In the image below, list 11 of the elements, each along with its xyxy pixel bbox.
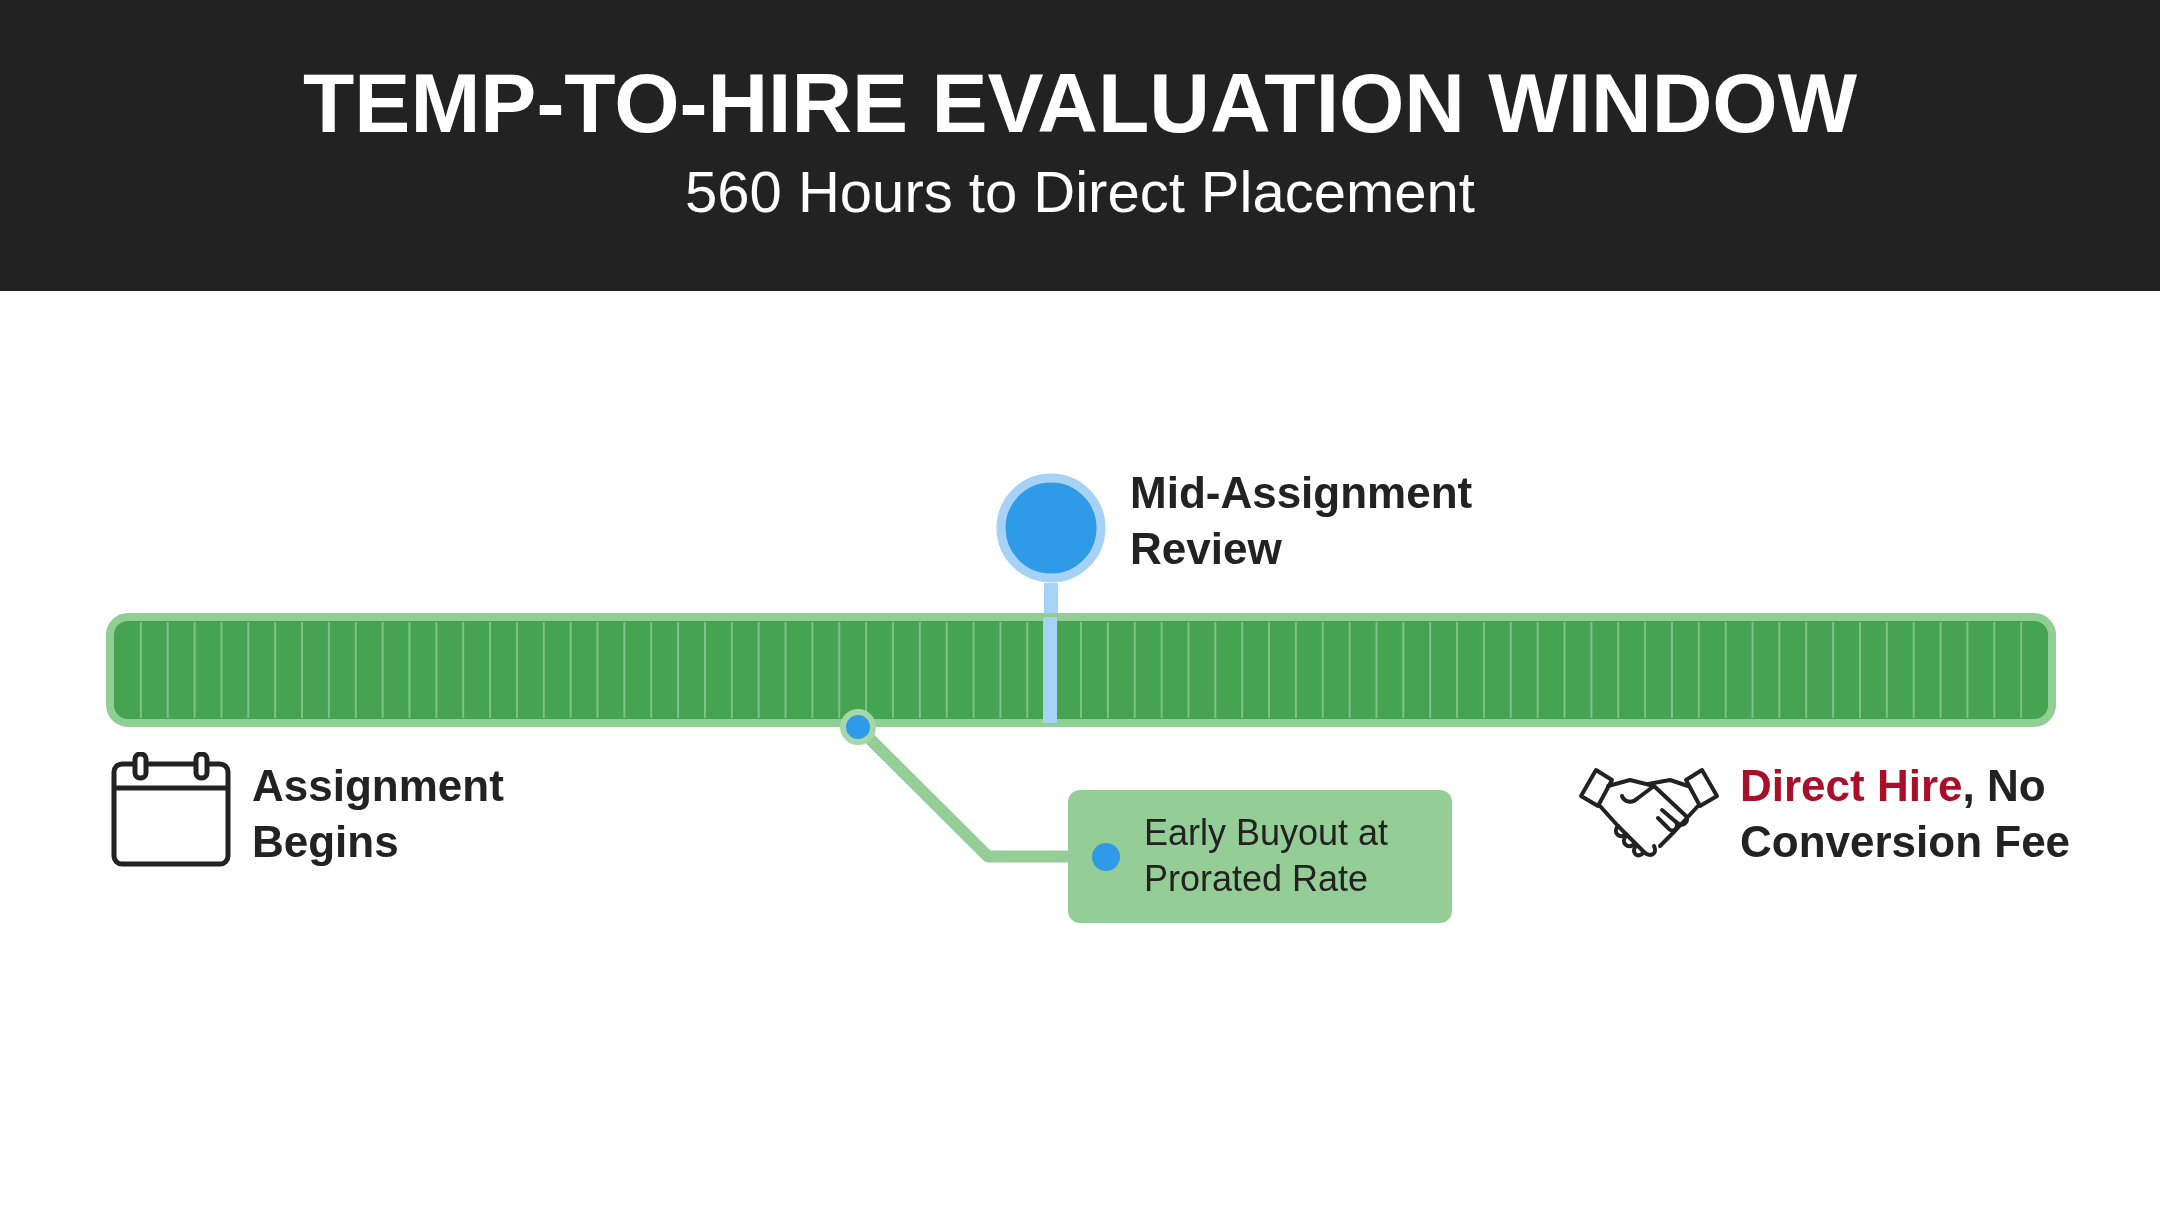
title: TEMP-TO-HIRE EVALUATION WINDOW (302, 55, 1858, 152)
timeline-bar (106, 613, 2056, 727)
leader-line (840, 709, 1068, 863)
milestone-label: Direct Hire, No Conversion Fee (1740, 760, 2072, 868)
callout-text: Early Buyout at Prorated Rate (1144, 811, 1390, 901)
connector-stem (1044, 583, 1058, 613)
milestone-label: Assignment Begins (252, 760, 505, 868)
milestone-marker (996, 473, 1106, 583)
subtitle: 560 Hours to Direct Placement (684, 158, 1476, 225)
callout-box (1068, 790, 1452, 923)
milestone-label: Mid-Assignment Review (1130, 467, 1474, 575)
